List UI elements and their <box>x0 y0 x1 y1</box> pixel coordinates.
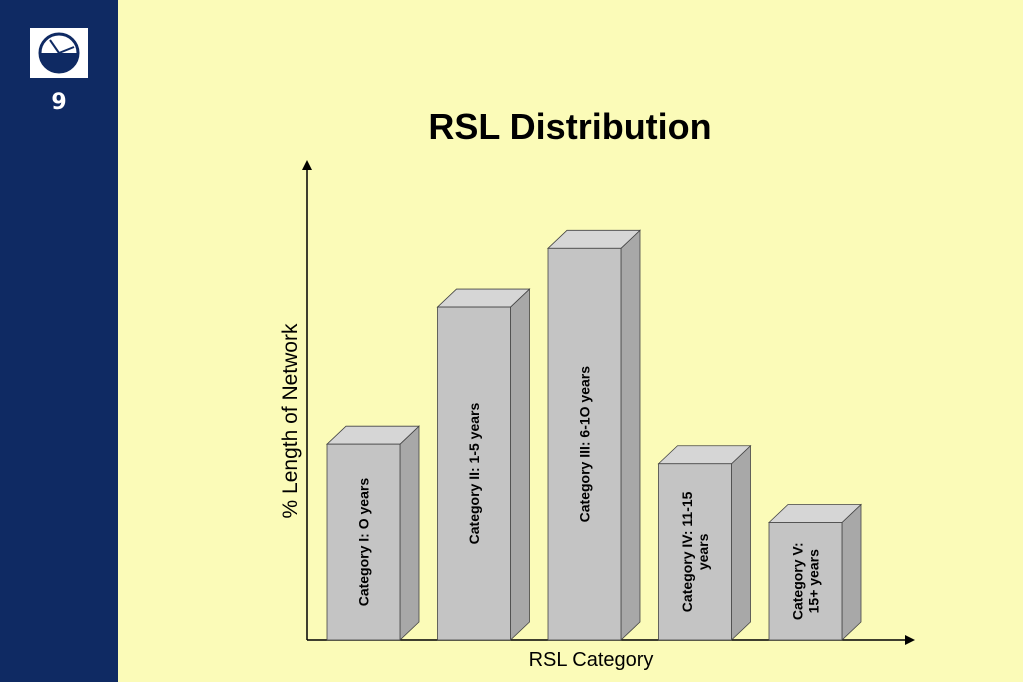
bar-label-line: Category III: 6-1O years <box>577 366 593 523</box>
bar-label-line: years <box>695 533 711 570</box>
bar-label-line: Category II: 1-5 years <box>466 403 482 545</box>
bar <box>547 247 622 641</box>
bar-label: Category I: O years <box>356 478 372 607</box>
x-axis-arrow <box>905 635 915 645</box>
bar-side <box>841 503 862 641</box>
slide-number: 9 <box>51 90 67 115</box>
bar-side <box>510 288 530 641</box>
clock-logo-icon <box>38 32 80 74</box>
bar-side <box>399 425 420 641</box>
logo <box>30 28 88 78</box>
x-axis-label: RSL Category <box>529 649 654 671</box>
y-axis-label: % Length of Network <box>279 323 302 518</box>
bar <box>326 443 401 641</box>
bar-side <box>731 444 751 641</box>
bar-label-line: Category IV: 11-15 <box>679 491 695 612</box>
bar-label: Category IV: 11-15years <box>679 491 711 612</box>
bar <box>437 306 511 641</box>
bar-label: Category III: 6-1O years <box>577 366 593 523</box>
page-title: RSL Distribution <box>428 106 712 147</box>
bar-label-line: Category V: <box>790 542 806 620</box>
bar-side <box>620 229 641 641</box>
bar <box>658 463 732 641</box>
y-axis-arrow <box>302 160 312 170</box>
bar-label-line: Category I: O years <box>356 478 372 607</box>
bar <box>768 522 843 641</box>
sidebar: 9 <box>0 0 118 682</box>
bar-label: Category V:15+ years <box>790 542 822 620</box>
bar-label-line: 15+ years <box>806 549 822 613</box>
bar-label: Category II: 1-5 years <box>466 403 482 545</box>
